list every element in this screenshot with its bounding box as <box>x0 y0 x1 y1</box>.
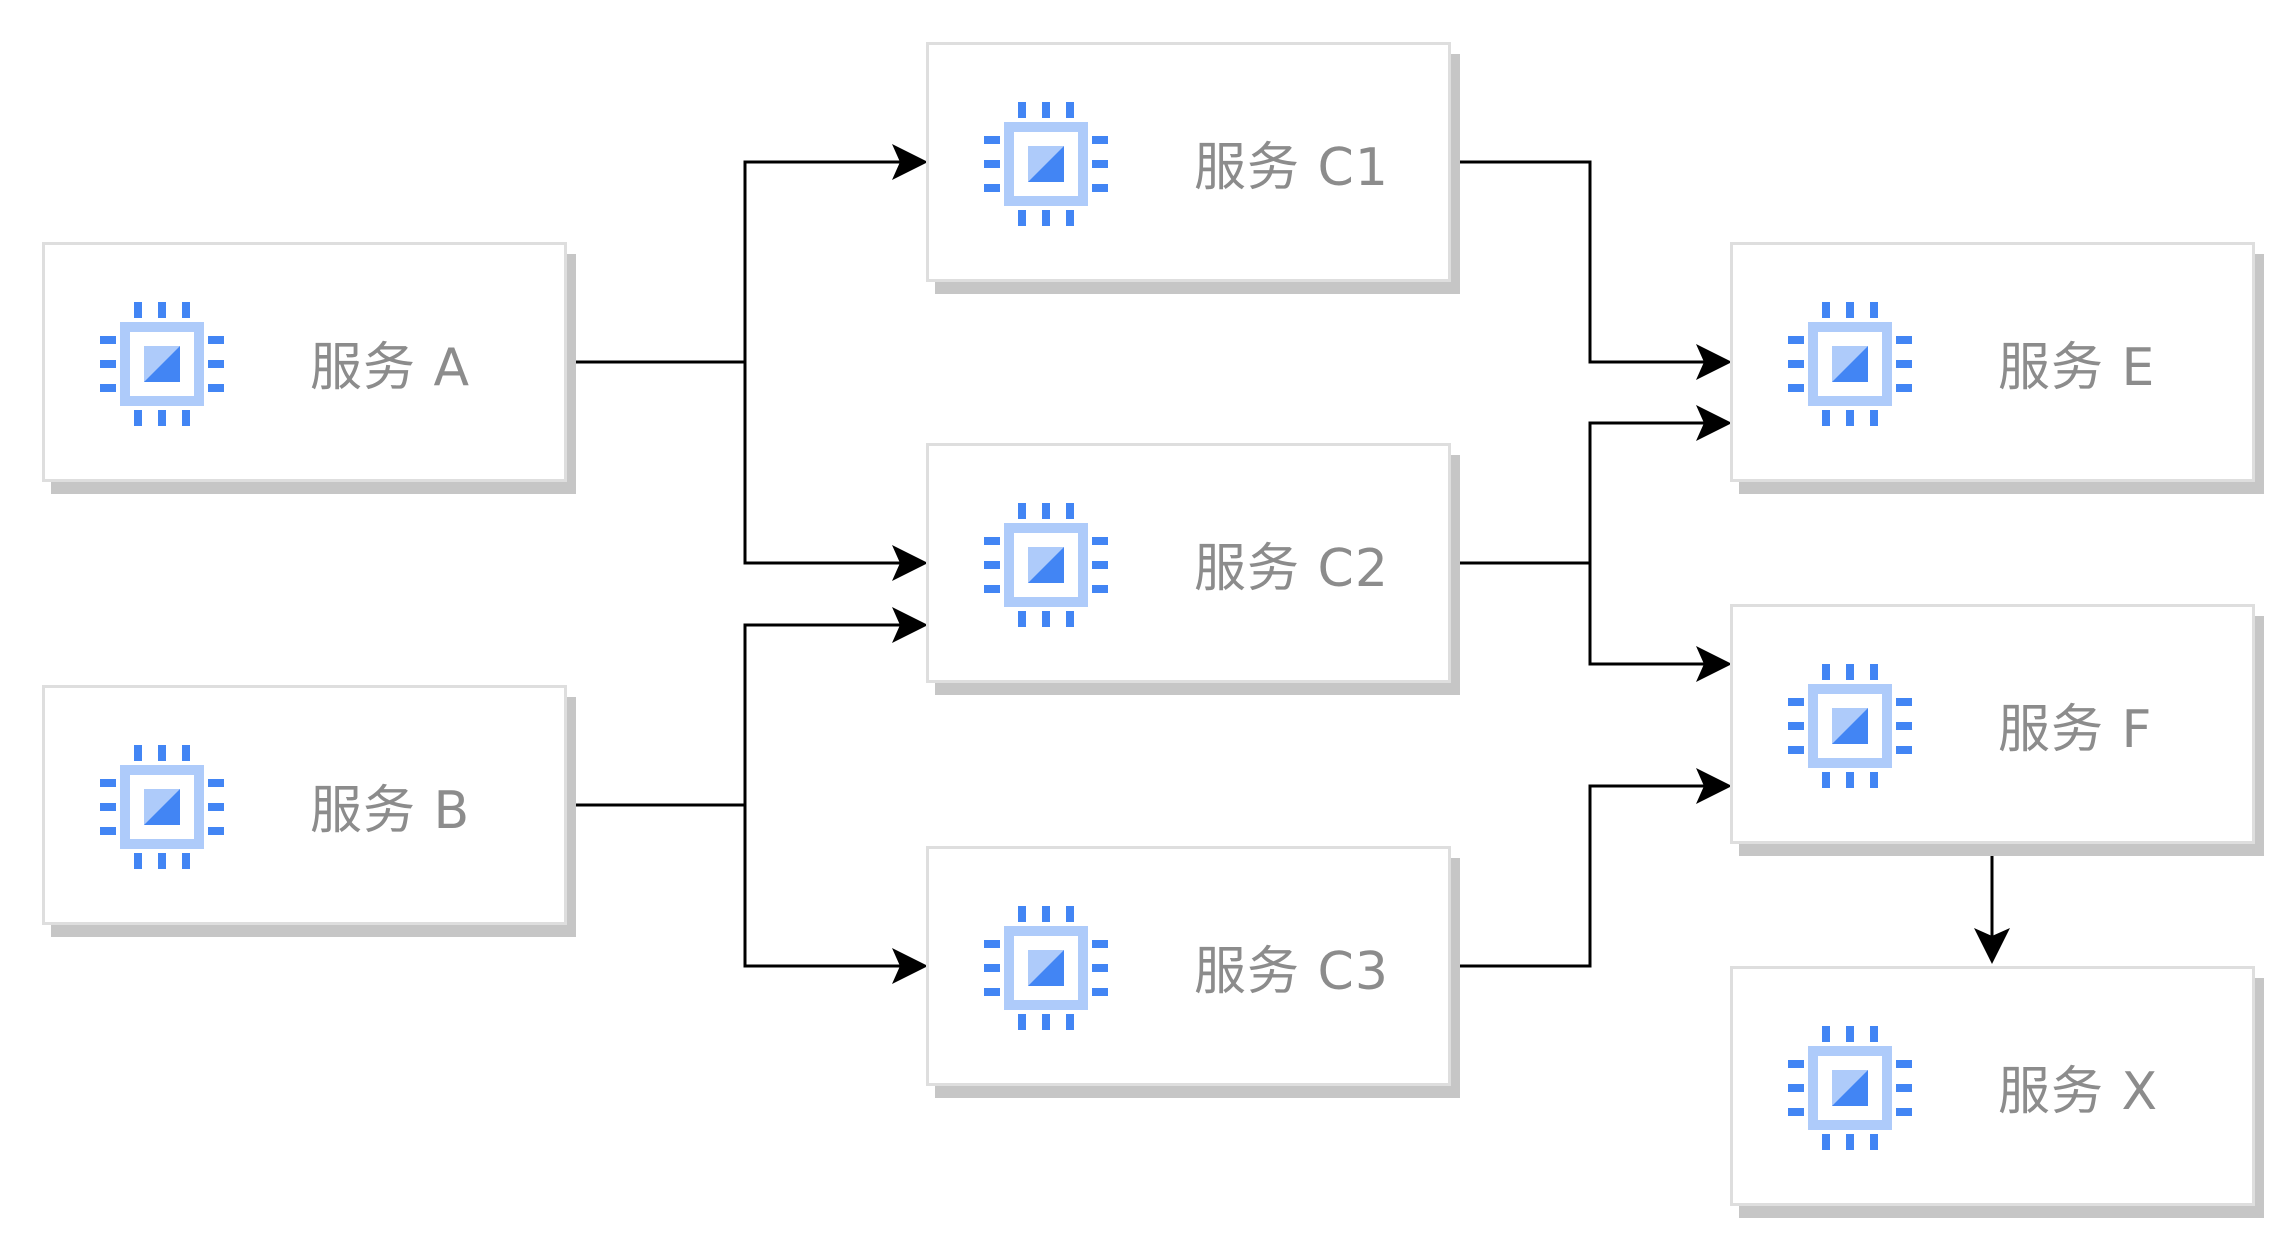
processor-chip-icon <box>1788 1026 1912 1150</box>
node-label: 服务 C3 <box>1194 941 1389 1002</box>
arrowhead-c1 <box>892 144 928 180</box>
processor-chip-icon <box>984 503 1108 627</box>
connector-a-to-c1 <box>566 160 918 364</box>
node-label: 服务 X <box>1998 1061 2159 1122</box>
arrowhead-x <box>1974 928 2010 964</box>
connector-c1-to-e <box>1451 160 1722 364</box>
node-service-b[interactable]: 服务 B <box>42 685 567 925</box>
connector-b-to-c3 <box>566 803 918 968</box>
node-label: 服务 F <box>1998 699 2153 760</box>
node-service-f[interactable]: 服务 F <box>1730 604 2255 844</box>
connector-a-to-c2 <box>566 360 918 565</box>
node-label: 服务 E <box>1998 337 2156 398</box>
processor-chip-icon <box>984 102 1108 226</box>
node-label: 服务 B <box>310 780 471 841</box>
processor-chip-icon <box>100 745 224 869</box>
arrowhead-c2-top <box>892 545 928 581</box>
node-service-c1[interactable]: 服务 C1 <box>926 42 1451 282</box>
node-label: 服务 C1 <box>1194 137 1389 198</box>
arrowhead-f-top <box>1696 646 1732 682</box>
node-service-x[interactable]: 服务 X <box>1730 966 2255 1206</box>
node-service-c3[interactable]: 服务 C3 <box>926 846 1451 1086</box>
connector-b-to-c2 <box>566 623 918 807</box>
processor-chip-icon <box>984 906 1108 1030</box>
connector-c2-to-f <box>1451 561 1722 666</box>
arrowhead-e-top <box>1696 344 1732 380</box>
node-label: 服务 C2 <box>1194 538 1389 599</box>
connector-c2-to-e <box>1451 421 1722 565</box>
processor-chip-icon <box>1788 664 1912 788</box>
node-service-c2[interactable]: 服务 C2 <box>926 443 1451 683</box>
node-service-e[interactable]: 服务 E <box>1730 242 2255 482</box>
arrowhead-c3 <box>892 948 928 984</box>
arrowhead-e-bottom <box>1696 405 1732 441</box>
arrowhead-c2-bottom <box>892 607 928 643</box>
processor-chip-icon <box>1788 302 1912 426</box>
node-label: 服务 A <box>310 337 471 398</box>
processor-chip-icon <box>100 302 224 426</box>
connector-c3-to-f <box>1451 784 1722 968</box>
node-service-a[interactable]: 服务 A <box>42 242 567 482</box>
arrowhead-f-bottom <box>1696 768 1732 804</box>
